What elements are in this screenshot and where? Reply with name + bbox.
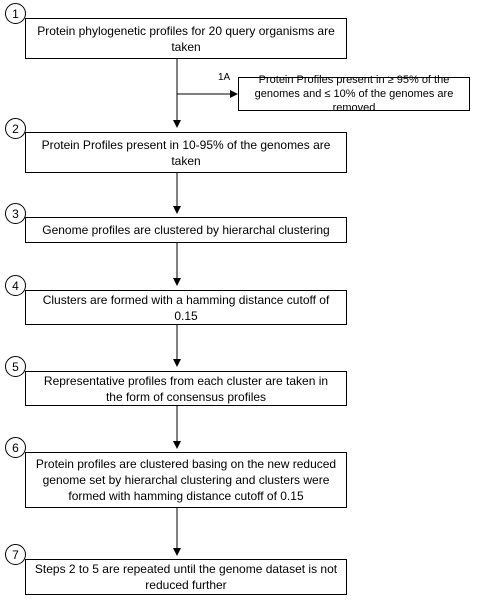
step-4-number: 4 <box>5 275 26 296</box>
branch-box: Protein Profiles present in ≥ 95% of the… <box>238 74 470 114</box>
step-6-number: 6 <box>5 437 26 458</box>
step-2-text: Protein Profiles present in 10-95% of th… <box>41 137 331 168</box>
step-7-box: Steps 2 to 5 are repeated until the geno… <box>25 559 347 595</box>
step-3-number: 3 <box>5 203 26 224</box>
step-1-box: Protein phylogenetic profiles for 20 que… <box>25 18 347 59</box>
step-5-text: Representative profiles from each cluste… <box>43 373 329 404</box>
step-6-text: Protein profiles are clustered basing on… <box>35 457 337 503</box>
step-7-number: 7 <box>5 544 26 565</box>
branch-text: Protein Profiles present in ≥ 95% of the… <box>254 74 454 114</box>
step-3-box: Genome profiles are clustered by hierarc… <box>25 217 347 243</box>
step-4-box: Clusters are formed with a hamming dista… <box>25 290 347 325</box>
step-4-text: Clusters are formed with a hamming dista… <box>42 292 330 323</box>
step-3-text: Genome profiles are clustered by hierarc… <box>42 223 330 237</box>
step-6-box: Protein profiles are clustered basing on… <box>25 452 347 508</box>
step-7-text: Steps 2 to 5 are repeated until the geno… <box>34 562 338 592</box>
step-1-number: 1 <box>5 3 26 24</box>
step-1-text: Protein phylogenetic profiles for 20 que… <box>37 23 335 54</box>
step-5-number: 5 <box>5 356 26 377</box>
step-2-number: 2 <box>5 118 26 139</box>
branch-label: 1A <box>218 72 231 83</box>
step-5-box: Representative profiles from each cluste… <box>25 371 347 406</box>
step-2-box: Protein Profiles present in 10-95% of th… <box>25 132 347 173</box>
